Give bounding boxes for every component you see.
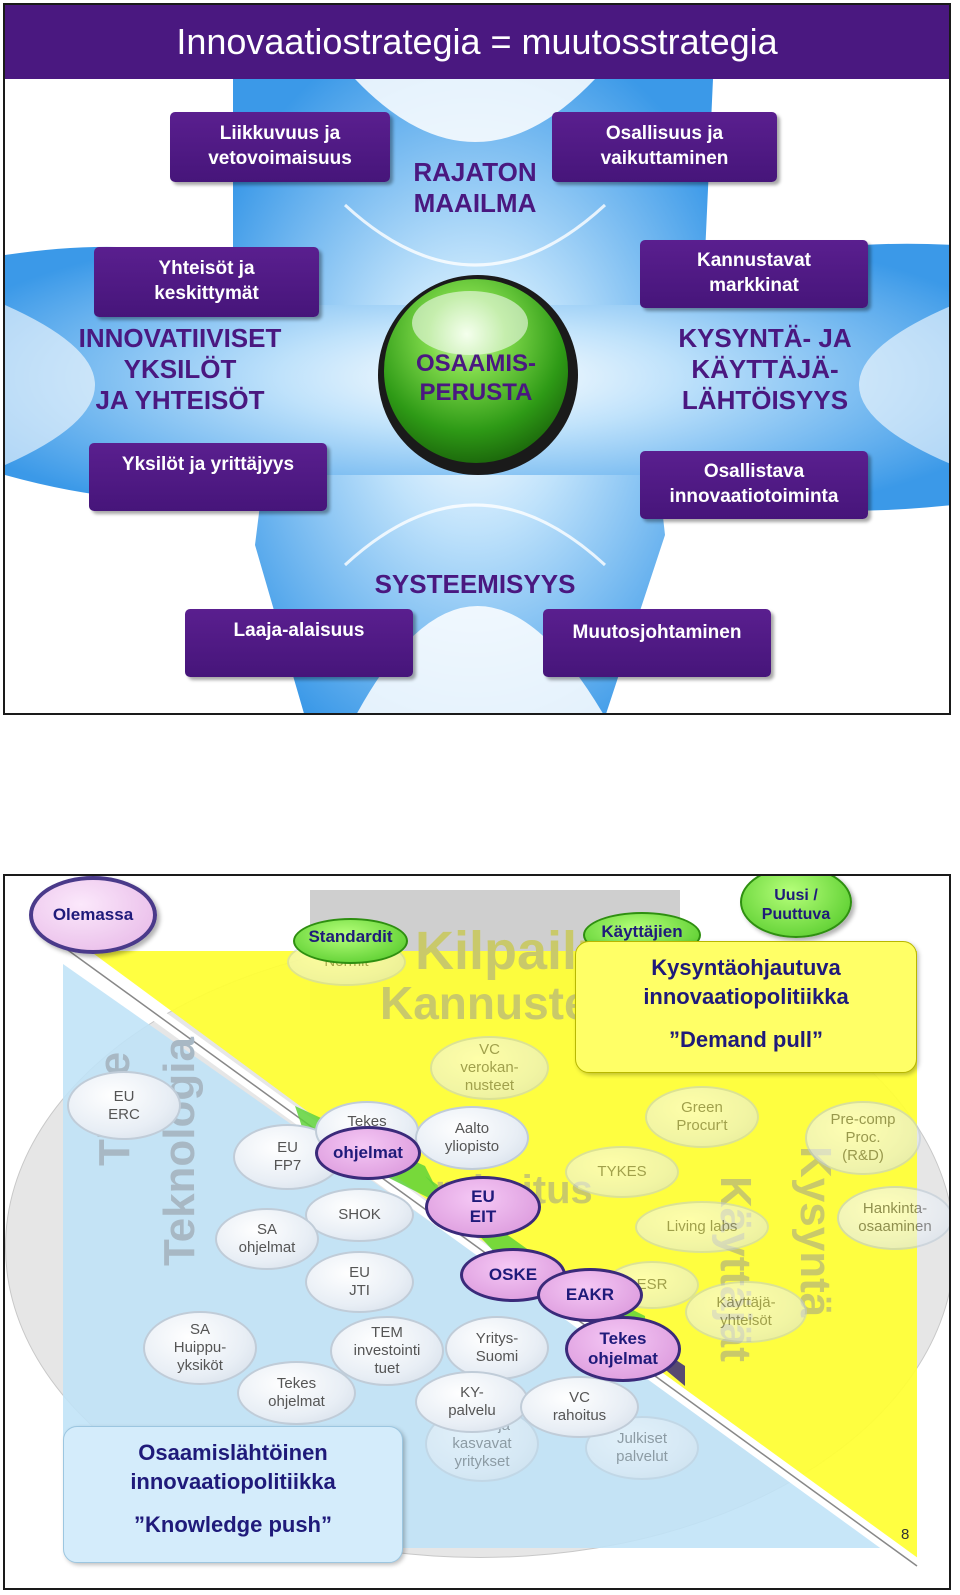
bubble-green-procurement: Green Procur't: [645, 1086, 759, 1148]
page-number: 8: [901, 1526, 910, 1543]
bubble-vc-rahoitus: VC rahoitus: [520, 1376, 639, 1438]
bubble-pre-comp: Pre-comp Proc. (R&D): [805, 1101, 921, 1175]
box-liikkuvuus: Liikkuvuus ja vetovoimaisuus: [170, 112, 390, 182]
word-teknologia: Teknologia: [155, 1037, 204, 1266]
oval-standardit: Standardit: [293, 918, 408, 964]
legend-olemassa: Olemassa: [29, 876, 157, 954]
box-laaja-alaisuus: Laaja-alaisuus: [185, 609, 413, 677]
box-osallisuus: Osallisuus ja vaikuttaminen: [552, 112, 777, 182]
bubble-hankinta: Hankinta- osaaminen: [837, 1186, 949, 1250]
oval-eakr-label: EAKR: [565, 1285, 615, 1304]
bubble-tekes-ohjelmat-b: Tekes ohjelmat: [237, 1361, 356, 1425]
bubble-julkiset-palvelut: Julkiset palvelut: [585, 1416, 699, 1480]
bubble-vc-verokannusteet: VC verokan- nusteet: [430, 1036, 549, 1100]
knowledge-push-callout: Osaamislähtöinen innovaatiopolitiikka ”K…: [63, 1426, 403, 1563]
bubble-eu-jti: EU JTI: [305, 1251, 414, 1313]
box-muutosjohtaminen: Muutosjohtaminen: [543, 609, 771, 677]
bubble-ky-palvelu: KY- palvelu: [415, 1371, 529, 1433]
knowledge-push-subtitle: ”Knowledge push”: [134, 1512, 332, 1538]
bubble-tykes: TYKES: [565, 1146, 679, 1198]
bubble-living-labs: Living labs: [635, 1201, 769, 1253]
oval-eu-eit-label: EU EIT: [469, 1187, 497, 1226]
label-kysynta: KYSYNTÄ- JA KÄYTTÄJÄ- LÄHTÖISYYS: [678, 323, 852, 416]
box-osallistava: Osallistava innovaatiotoiminta: [640, 451, 868, 519]
oval-tekes-ohjelmat-1-label: ohjelmat: [333, 1143, 403, 1162]
oval-eakr: EAKR: [537, 1268, 643, 1322]
legend-uusi-puuttuva: Uusi / Puuttuva: [740, 876, 852, 938]
demand-pull-subtitle: ”Demand pull”: [668, 1027, 823, 1053]
oval-eu-eit: EU EIT: [425, 1176, 541, 1238]
demand-pull-callout: Kysyntäohjautuva innovaatiopolitiikka ”D…: [575, 941, 917, 1073]
box-yhteisot: Yhteisöt ja keskittymät: [94, 247, 319, 317]
label-rajaton-maailma: RAJATON MAAILMA: [413, 157, 537, 219]
oval-oske-label: OSKE: [488, 1265, 538, 1284]
bubble-yritys-suomi: Yritys- Suomi: [445, 1316, 549, 1380]
bubble-sa-huippuyksikot: SA Huippu- yksiköt: [143, 1311, 257, 1385]
bubble-kayttajayhteisot: Käyttäjä- yhteisöt: [685, 1281, 807, 1343]
box-kannustavat: Kannustavat markkinat: [640, 240, 868, 308]
bubble-sa-ohjelmat: SA ohjelmat: [215, 1208, 319, 1270]
demand-pull-title: Kysyntäohjautuva innovaatiopolitiikka: [643, 955, 849, 1009]
box-yksilot: Yksilöt ja yrittäjyys: [89, 443, 327, 511]
oval-tekes-ohjelmat-1: ohjelmat: [315, 1126, 421, 1180]
bubble-shok: SHOK: [305, 1188, 414, 1242]
label-osaamisperusta: OSAAMIS- PERUSTA: [416, 350, 536, 406]
bubble-tem-investointi: TEM investointi tuet: [330, 1316, 444, 1386]
word-kysynta: Kysyntä: [791, 1146, 840, 1318]
bubble-aalto: Aalto yliopisto: [415, 1106, 529, 1170]
slide-innovation-policy: Kilpailu Kannusteet Tiede Teknologia Käy…: [3, 874, 951, 1590]
label-innovatiiviset-yksilot: INNOVATIIVISET YKSILÖT JA YHTEISÖT: [78, 323, 282, 416]
knowledge-push-title: Osaamislähtöinen innovaatiopolitiikka: [130, 1440, 336, 1494]
oval-tekes-ohjelmat-2: Tekes ohjelmat: [565, 1316, 681, 1382]
oval-tekes-ohjelmat-2-label: Tekes ohjelmat: [588, 1329, 658, 1368]
slide-innovation-strategy: Innovaatiostrategia = muutosstrategia Li…: [3, 3, 951, 715]
slide-title: Innovaatiostrategia = muutosstrategia: [5, 5, 949, 79]
label-systeemisyys: SYSTEEMISYYS: [374, 569, 576, 599]
legend-olemassa-label: Olemassa: [52, 905, 134, 924]
bubble-eu-erc: EU ERC: [67, 1071, 181, 1140]
